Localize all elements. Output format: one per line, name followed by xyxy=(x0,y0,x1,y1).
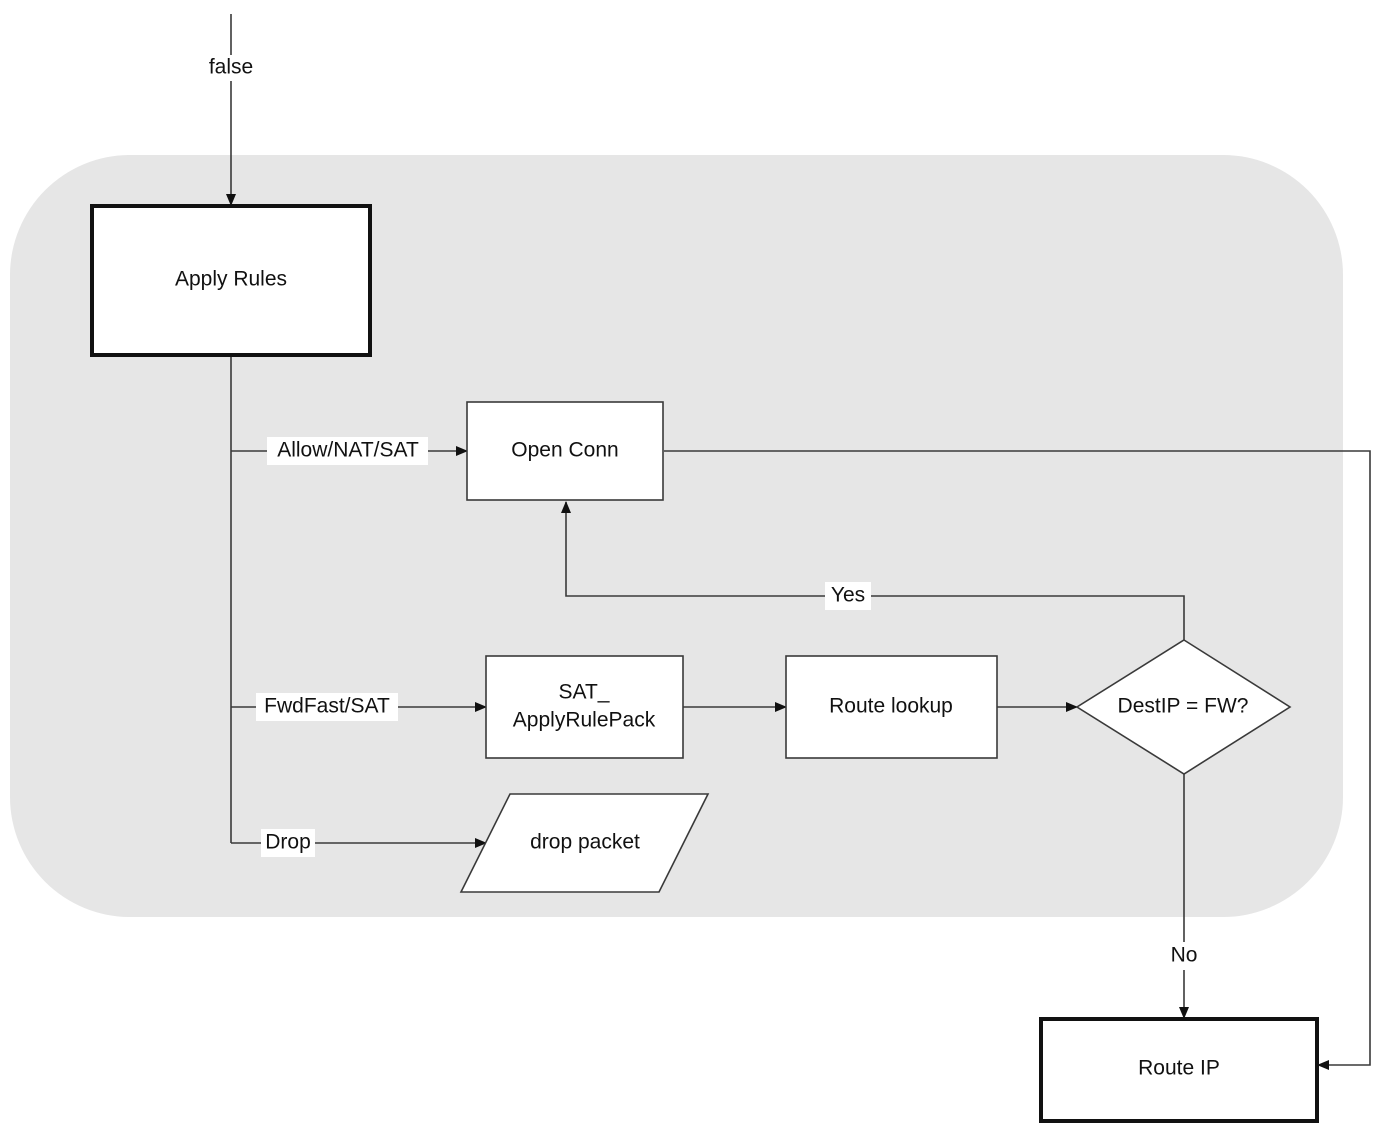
route-ip-label: Route IP xyxy=(1138,1057,1220,1080)
edge-label-allow: Allow/NAT/SAT xyxy=(277,439,419,462)
sat-applyrulepack-label-line2: ApplyRulePack xyxy=(513,709,656,732)
edge-label-fwdfast: FwdFast/SAT xyxy=(264,695,390,718)
edge-yes-line xyxy=(561,501,1185,640)
sat-applyrulepack-label-line1: SAT_ xyxy=(559,681,610,704)
drop-packet-label: drop packet xyxy=(530,831,640,854)
sat-applyrulepack-box xyxy=(485,655,684,759)
drop-packet-shape xyxy=(459,793,710,893)
route-lookup-box xyxy=(785,655,998,759)
apply-rules-box xyxy=(90,204,372,357)
destip-decision-label: DestIP = FW? xyxy=(1118,695,1249,718)
edge-label-drop: Drop xyxy=(265,831,311,854)
edge-label-false: false xyxy=(209,56,253,79)
destip-decision-diamond xyxy=(1075,639,1292,775)
edge-open-conn-to-route-ip xyxy=(664,450,1371,1070)
open-conn-label: Open Conn xyxy=(511,439,618,462)
edge-label-yes: Yes xyxy=(831,584,865,607)
route-ip-box xyxy=(1039,1017,1319,1123)
edge-label-no: No xyxy=(1171,944,1198,967)
route-lookup-label: Route lookup xyxy=(829,695,953,718)
open-conn-box xyxy=(466,401,664,501)
apply-rules-label: Apply Rules xyxy=(175,268,287,291)
